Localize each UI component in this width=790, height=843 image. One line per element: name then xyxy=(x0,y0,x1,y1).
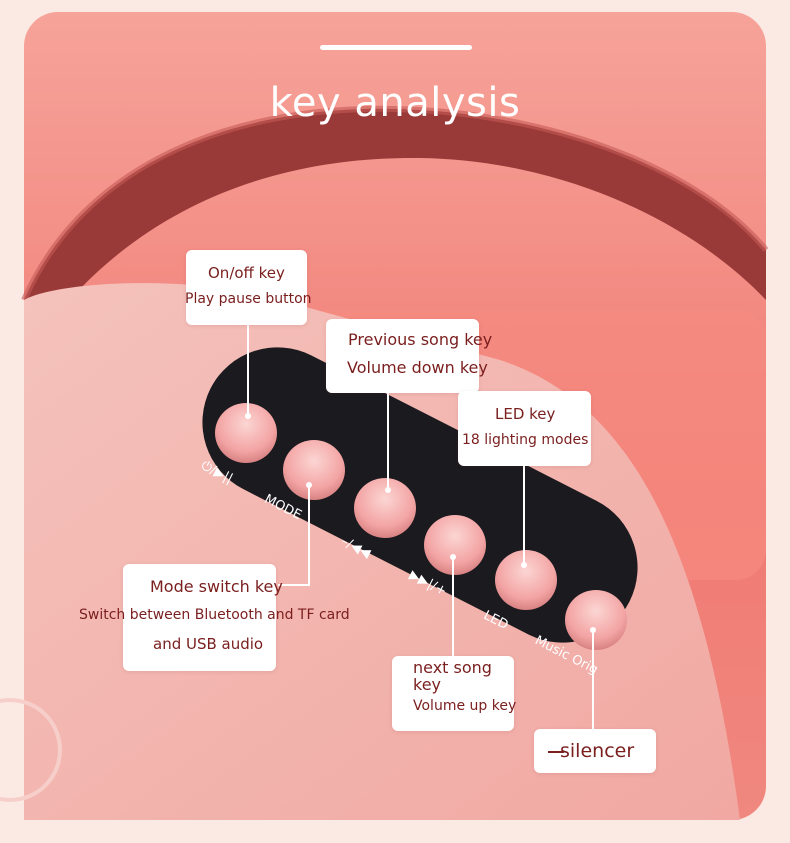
callout-mode-title: Mode switch key xyxy=(150,577,283,596)
mode-key xyxy=(283,440,345,500)
callout-led-subtitle: 18 lighting modes xyxy=(462,432,589,448)
callout-previous-subtitle: Volume down key xyxy=(347,358,488,377)
connector-next xyxy=(452,558,454,656)
connector-led xyxy=(523,466,525,566)
connector-onoff xyxy=(247,325,249,417)
callout-led-key: LED key 18 lighting modes xyxy=(458,391,591,466)
music-orig-key xyxy=(565,590,627,650)
panel-keys xyxy=(215,403,627,650)
speaker-handle xyxy=(24,108,766,360)
title-underline xyxy=(320,45,472,50)
previous-key xyxy=(354,478,416,538)
callout-silencer-title: silencer xyxy=(560,740,635,762)
connector-silencer xyxy=(592,631,594,729)
callout-onoff-subtitle: Play pause button xyxy=(185,291,312,307)
led-key xyxy=(495,550,557,610)
callout-led-title: LED key xyxy=(495,405,556,423)
silencer-dash xyxy=(548,751,564,753)
page-title: key analysis xyxy=(269,80,521,126)
connector-mode-v xyxy=(308,486,310,586)
next-key xyxy=(424,515,486,575)
callout-previous-key: Previous song key Volume down key xyxy=(326,319,492,393)
callout-mode-subtitle-2: and USB audio xyxy=(153,635,264,653)
callout-mode-key: Mode switch key Switch between Bluetooth… xyxy=(79,564,350,671)
callout-next-subtitle: Volume up key xyxy=(413,698,517,714)
callout-mode-subtitle: Switch between Bluetooth and TF card xyxy=(79,607,350,623)
callout-onoff-key: On/off key Play pause button xyxy=(185,250,312,325)
speaker-grille-edge xyxy=(0,698,62,802)
callout-next-key: next song key Volume up key xyxy=(392,656,517,731)
callout-silencer: silencer xyxy=(534,729,656,773)
connector-mode-h xyxy=(278,584,310,586)
callout-previous-title: Previous song key xyxy=(348,330,493,349)
callout-next-title-2: key xyxy=(413,675,442,694)
callout-next-title: next song xyxy=(413,658,492,677)
power-play-key xyxy=(215,403,277,463)
connector-previous xyxy=(387,393,389,491)
callout-onoff-title: On/off key xyxy=(208,264,285,282)
